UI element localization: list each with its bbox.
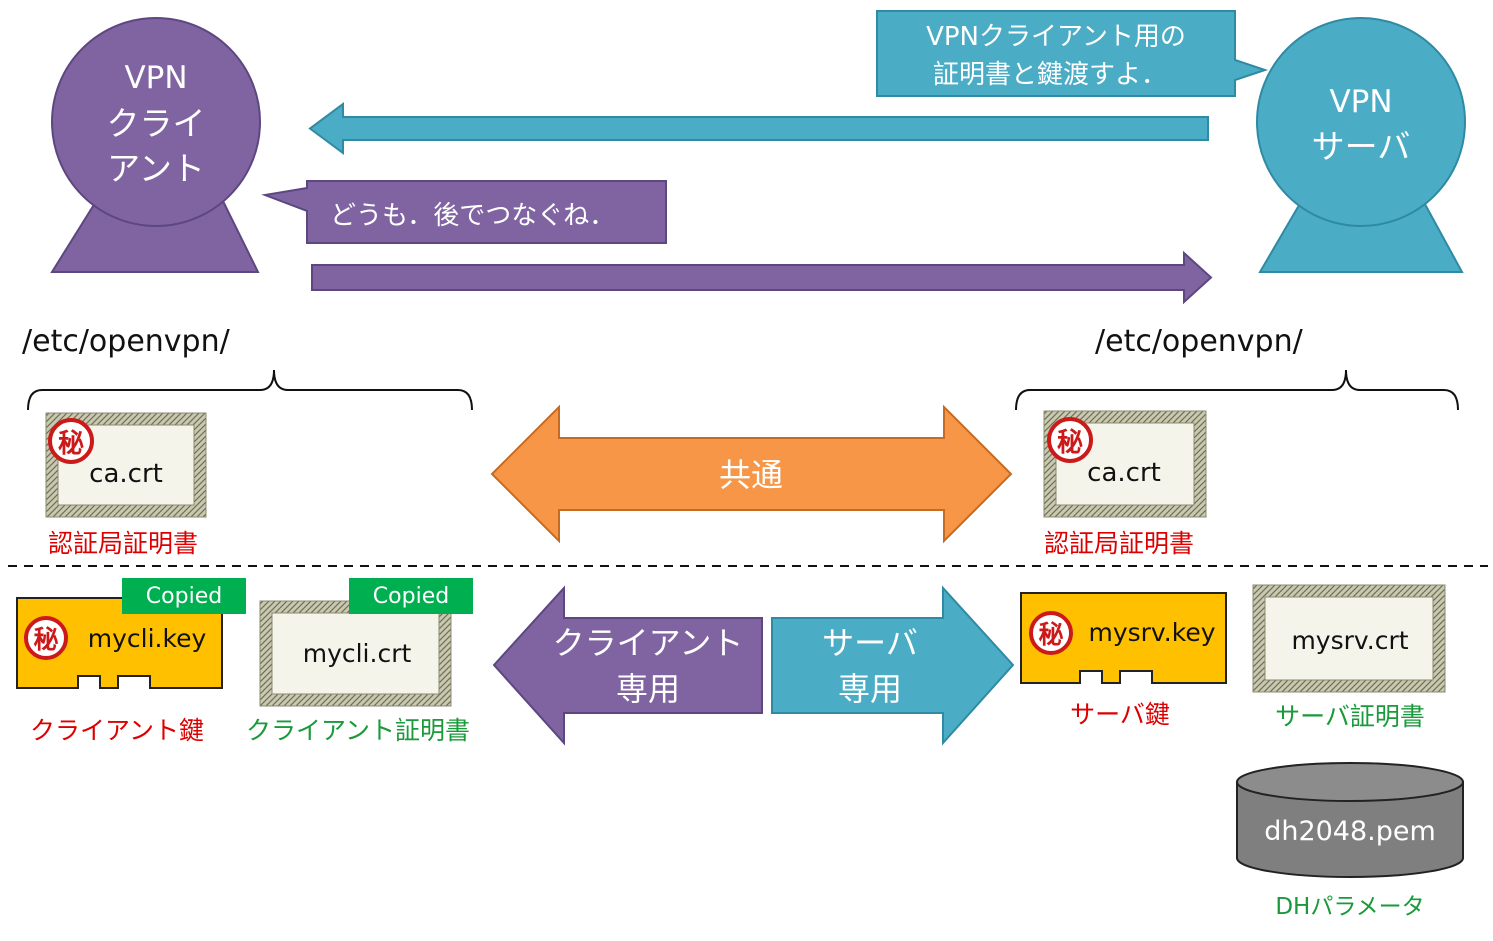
- common-double-arrow: 共通: [490, 404, 1013, 544]
- server-dir-brace: [1015, 369, 1459, 411]
- dh-parameter-cylinder: dh2048.pem: [1236, 762, 1464, 878]
- client-cert-badge: Copied: [373, 584, 449, 609]
- client-key-filename: mycli.key: [88, 624, 207, 653]
- server-label-line2: サーバ: [1312, 127, 1411, 166]
- server-only-line2: 専用: [838, 670, 902, 708]
- client-ca-caption: 認証局証明書: [48, 529, 198, 558]
- secret-stamp-mark: 秘: [58, 428, 84, 459]
- client-key-badge: Copied: [146, 584, 222, 609]
- server-only-arrow: サーバ 専用: [771, 585, 1015, 746]
- client-head: [51, 17, 261, 227]
- server-dir-label: /etc/openvpn/: [1095, 324, 1304, 359]
- secret-stamp-mark: 秘: [33, 625, 58, 654]
- arrow-client-to-server: [311, 250, 1213, 305]
- secret-stamp-mark: 秘: [1038, 620, 1063, 649]
- server-key-filename: mysrv.key: [1088, 618, 1215, 647]
- client-only-arrow: クライアント 専用: [492, 585, 763, 746]
- vpn-server-figure: VPN サーバ: [1256, 17, 1466, 273]
- client-speech-bubble: どうも．後でつなぐね．: [261, 180, 667, 244]
- client-label-line1: VPN: [124, 60, 187, 96]
- client-ca-filename: ca.crt: [89, 459, 163, 489]
- dh-filename: dh2048.pem: [1264, 816, 1436, 847]
- server-ca-filename: ca.crt: [1087, 458, 1161, 488]
- client-label-line3: アント: [107, 149, 205, 188]
- secret-stamp-icon: 秘: [24, 616, 68, 660]
- copied-badge: Copied: [122, 578, 246, 614]
- client-certificate: mycli.crt: [259, 600, 452, 707]
- client-dir-label: /etc/openvpn/: [22, 324, 231, 359]
- client-cert-caption: クライアント証明書: [246, 716, 470, 745]
- server-only-line1: サーバ: [822, 624, 918, 662]
- server-ca-caption: 認証局証明書: [1044, 529, 1194, 558]
- server-speech-line1: VPNクライアント用の: [926, 22, 1186, 52]
- server-cert-filename: mysrv.crt: [1291, 626, 1408, 655]
- client-key-caption: クライアント鍵: [30, 716, 204, 745]
- client-only-line2: 専用: [616, 670, 680, 708]
- secret-stamp-mark: 秘: [1057, 427, 1083, 458]
- server-speech-bubble: VPNクライアント用の 証明書と鍵渡すよ．: [876, 10, 1269, 97]
- server-cert-caption: サーバ証明書: [1275, 702, 1425, 731]
- server-label-line1: VPN: [1329, 84, 1392, 120]
- common-label: 共通: [719, 456, 783, 494]
- client-key: mycli.key: [16, 597, 223, 689]
- server-certificate: mysrv.crt: [1252, 584, 1446, 693]
- arrow-server-to-client: [308, 102, 1209, 155]
- client-speech-text: どうも．後でつなぐね．: [330, 201, 615, 231]
- server-key-caption: サーバ鍵: [1070, 700, 1170, 729]
- server-key: mysrv.key: [1020, 592, 1227, 684]
- secret-stamp-icon: 秘: [1047, 417, 1093, 463]
- client-label-line2: クライ: [107, 104, 206, 143]
- vpn-client-figure: VPN クライ アント: [50, 17, 261, 273]
- server-speech-line2: 証明書と鍵渡すよ．: [933, 60, 1167, 90]
- copied-badge: Copied: [349, 578, 473, 614]
- client-cert-filename: mycli.crt: [303, 639, 412, 668]
- secret-stamp-icon: 秘: [48, 418, 94, 464]
- client-dir-brace: [27, 369, 473, 411]
- secret-stamp-icon: 秘: [1029, 611, 1073, 655]
- server-head: [1256, 17, 1466, 227]
- dh-caption: DHパラメータ: [1275, 894, 1424, 920]
- client-only-line1: クライアント: [553, 624, 744, 662]
